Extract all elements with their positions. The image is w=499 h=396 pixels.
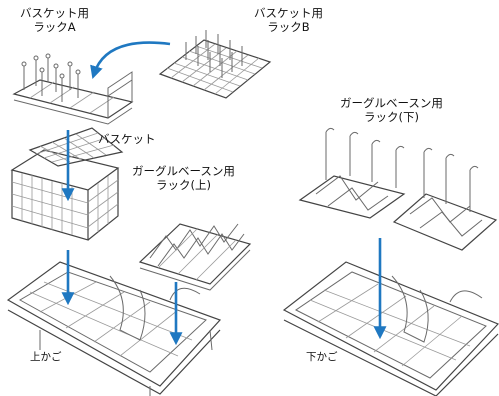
arrow-rack-b-to-rack-a <box>90 41 171 79</box>
gargle-lower-label: ガーグルベースン用 ラック(下) <box>340 96 443 124</box>
rack-b-illustration <box>158 30 272 99</box>
lower-basket-label: 下かご <box>306 351 338 363</box>
gargle-upper-rack-illustration <box>138 223 252 291</box>
rack-a-illustration <box>12 53 134 125</box>
lower-basket-illustration <box>282 261 499 396</box>
gargle-lower-rack-illustration <box>298 127 498 251</box>
assembly-arrows <box>61 41 387 346</box>
basket-illustration <box>10 127 124 241</box>
rack-a-label: バスケット用 ラックA <box>20 6 89 34</box>
upper-basket-label: 上かご <box>30 351 62 363</box>
upper-basket-illustration <box>6 261 222 396</box>
gargle-upper-label: ガーグルベースン用 ラック(上) <box>132 164 235 192</box>
rack-b-label: バスケット用 ラックB <box>254 6 323 34</box>
basket-label: バスケット <box>98 132 156 146</box>
